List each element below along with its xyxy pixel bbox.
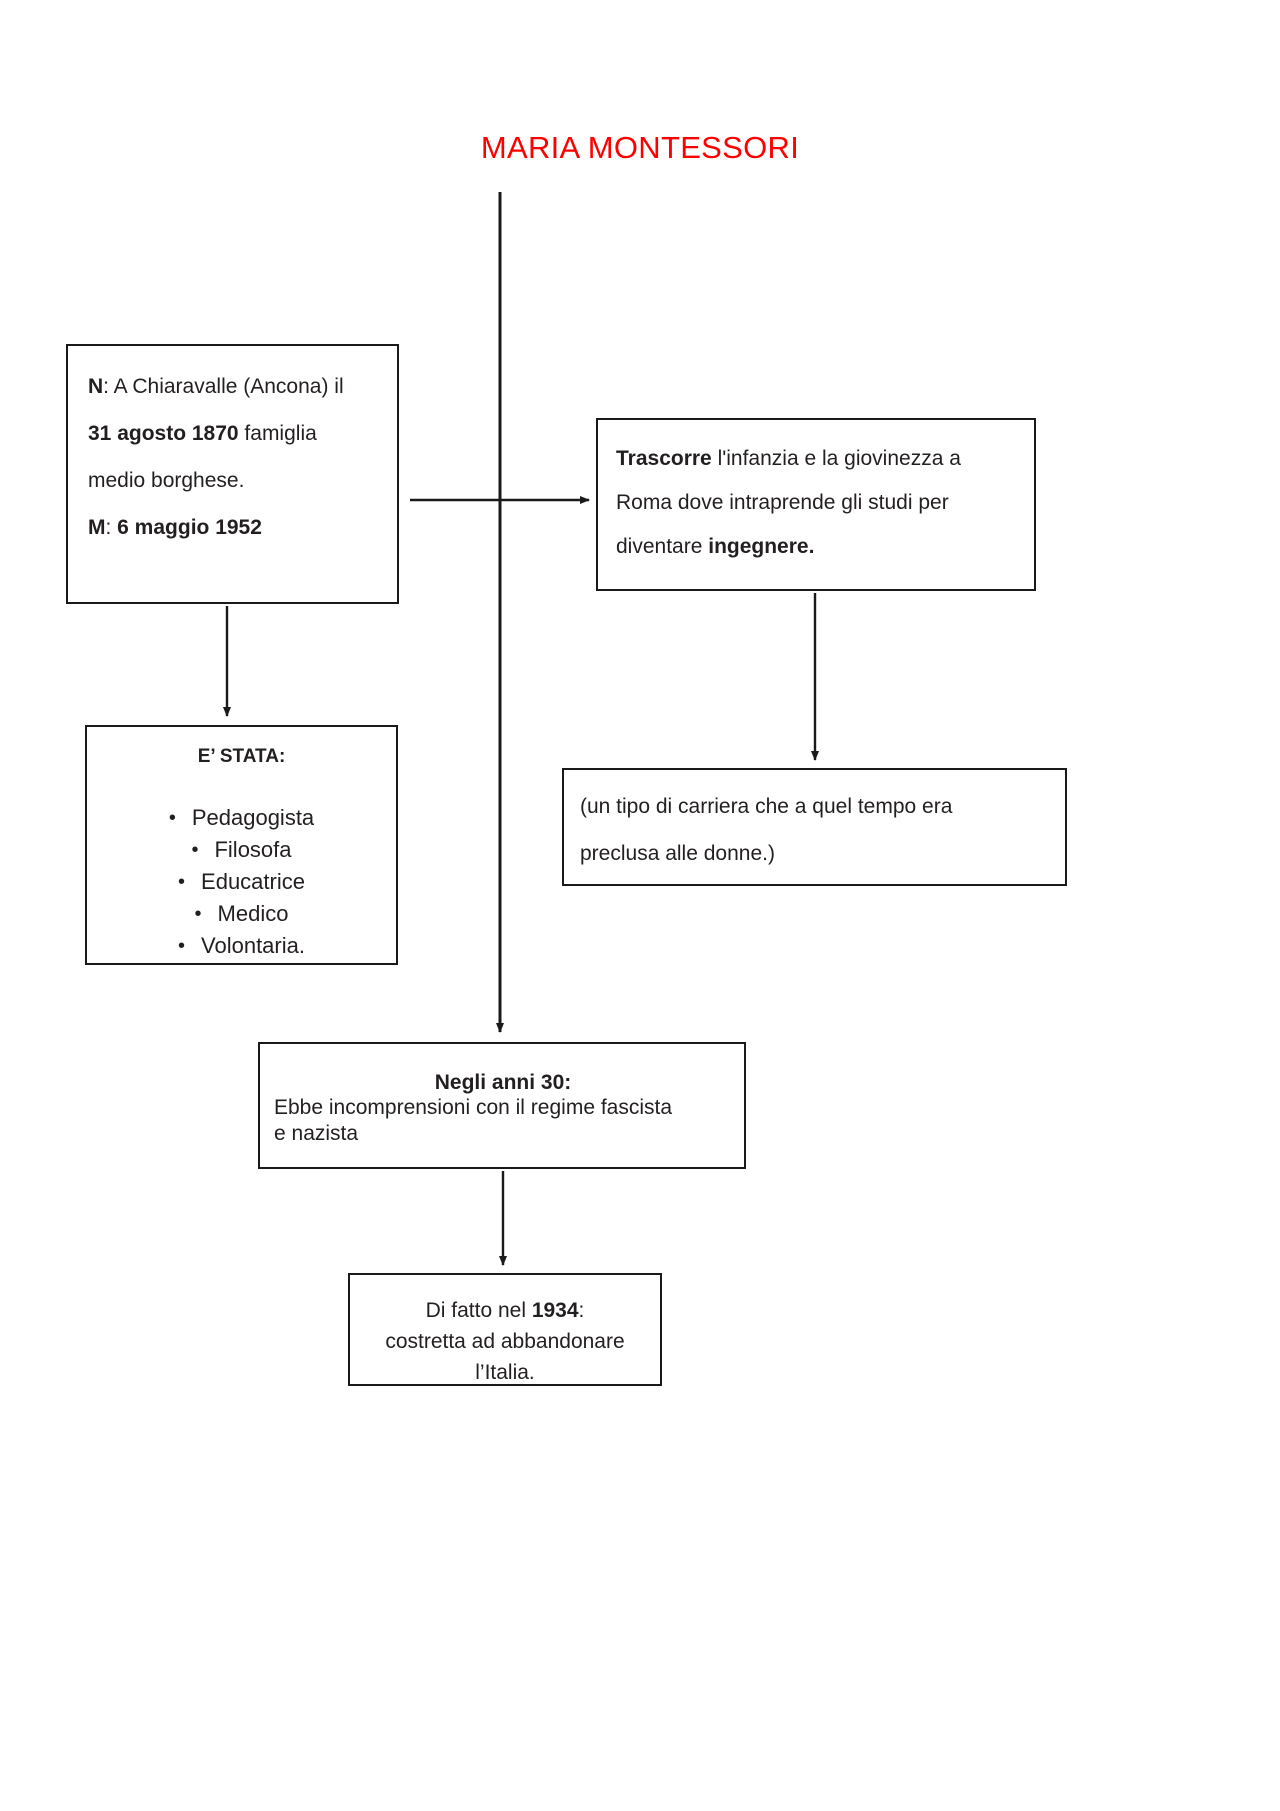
list-item: • Volontaria. bbox=[87, 930, 396, 962]
box-nascita: N: A Chiaravalle (Ancona) il 31 agosto 1… bbox=[66, 344, 399, 604]
bullet-icon: • bbox=[191, 839, 199, 861]
nascita-line2-bold: 31 agosto 1870 bbox=[88, 422, 239, 445]
list-item-label: Medico bbox=[217, 901, 289, 926]
nascita-line-1: N: A Chiaravalle (Ancona) il bbox=[88, 376, 397, 397]
box-trascorre: Trascorre l'infanzia e la giovinezza a R… bbox=[596, 418, 1036, 591]
anno1934-line-1: Di fatto nel 1934: bbox=[350, 1295, 660, 1326]
anni30-heading: Negli anni 30: bbox=[434, 1071, 572, 1094]
nascita-line2-rest: famiglia bbox=[238, 422, 317, 445]
nascita-line-4: M: 6 maggio 1952 bbox=[88, 517, 397, 538]
list-item: • Educatrice bbox=[87, 866, 396, 898]
anno1934-line1-rest: Di fatto nel bbox=[425, 1299, 532, 1322]
trascorre-line-2: Roma dove intraprende gli studi per bbox=[616, 491, 949, 514]
carriera-line-2: preclusa alle donne.) bbox=[580, 842, 775, 865]
box-anni-30: Negli anni 30: Ebbe incomprensioni con i… bbox=[258, 1042, 746, 1169]
nascita-line4-rest: : bbox=[105, 516, 118, 539]
trascorre-line3-rest: diventare bbox=[616, 535, 709, 558]
list-item: • Filosofa bbox=[87, 834, 396, 866]
nascita-line-3: medio borghese. bbox=[88, 469, 245, 492]
trascorre-line-3: diventare ingegnere. bbox=[616, 536, 1034, 557]
anno1934-line-3: l’Italia. bbox=[475, 1361, 535, 1384]
box-e-stata: E’ STATA: •Pedagogista •Filosofa •Educat… bbox=[85, 725, 398, 965]
anni30-line-1: Ebbe incomprensioni con il regime fascis… bbox=[274, 1096, 673, 1119]
list-item-label: Educatrice bbox=[201, 869, 305, 894]
e-stata-list: •Pedagogista •Filosofa •Educatrice •Medi… bbox=[87, 802, 396, 962]
nascita-line4-bold: M bbox=[88, 516, 106, 539]
list-item-label: Pedagogista bbox=[191, 805, 315, 830]
anni30-line-2: e nazista bbox=[274, 1122, 359, 1145]
list-item: • Medico bbox=[87, 898, 396, 930]
nascita-line4-bold2: 6 maggio 1952 bbox=[117, 516, 262, 539]
anno1934-line1-bold: 1934 bbox=[531, 1299, 579, 1322]
trascorre-line3-bold: ingegnere. bbox=[708, 535, 815, 558]
nascita-line1-bold: N bbox=[88, 375, 104, 398]
box-anno-1934: Di fatto nel 1934: costretta ad abbandon… bbox=[348, 1273, 662, 1386]
trascorre-line1-rest: l'infanzia e la giovinezza a bbox=[711, 447, 961, 470]
nascita-line1-rest: : A Chiaravalle (Ancona) il bbox=[103, 375, 344, 398]
page-title: MARIA MONTESSORI bbox=[480, 130, 800, 165]
bullet-icon: • bbox=[178, 935, 186, 957]
list-item: • Pedagogista bbox=[87, 802, 396, 834]
trascorre-line1-bold: Trascorre bbox=[616, 447, 712, 470]
anno1934-line-2: costretta ad abbandonare bbox=[385, 1330, 625, 1353]
box-carriera: (un tipo di carriera che a quel tempo er… bbox=[562, 768, 1067, 886]
trascorre-line-1: Trascorre l'infanzia e la giovinezza a bbox=[616, 448, 1034, 469]
anno1934-line1-tail: : bbox=[578, 1299, 585, 1322]
list-item-label: Volontaria. bbox=[201, 933, 305, 958]
e-stata-heading: E’ STATA: bbox=[197, 746, 286, 767]
bullet-icon: • bbox=[168, 807, 176, 829]
carriera-line-1: (un tipo di carriera che a quel tempo er… bbox=[580, 795, 953, 818]
nascita-line-2: 31 agosto 1870 famiglia bbox=[88, 423, 397, 444]
bullet-icon: • bbox=[178, 871, 186, 893]
bullet-icon: • bbox=[194, 903, 202, 925]
list-item-label: Filosofa bbox=[214, 837, 292, 862]
